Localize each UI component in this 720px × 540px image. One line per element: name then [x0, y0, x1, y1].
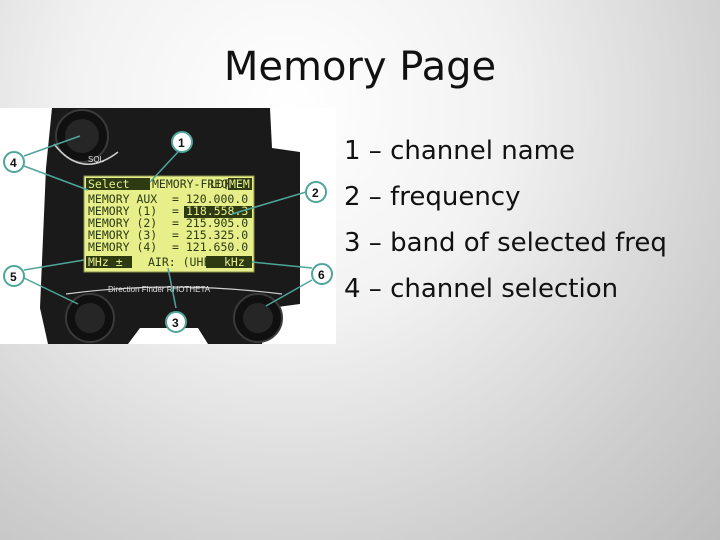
- svg-text:5: 5: [10, 270, 17, 284]
- lcd-header-mem: MEM: [229, 177, 250, 191]
- device-figure: SQL Direction Finder RHOTHETA Select MEM…: [0, 108, 336, 344]
- legend-item-channel-selection: 4 – channel selection: [344, 274, 619, 304]
- memory-row-label: MEMORY (2): [88, 216, 157, 230]
- selected-frequency-highlight: [184, 206, 252, 218]
- memory-row-value: = 215.905.0: [172, 216, 248, 230]
- legend-item-band: 3 – band of selected freq: [344, 228, 667, 258]
- memory-row-value: = 215.325.0: [172, 228, 248, 242]
- lcd-footer-mhz: MHz ±: [88, 255, 123, 269]
- sql-arc-icon: [53, 143, 119, 165]
- memory-row-label: MEMORY (4): [88, 240, 157, 254]
- memory-row-value: = 121.650.0: [172, 240, 248, 254]
- callout-2: 2: [305, 181, 327, 203]
- brand-text: Direction Finder RHOTHETA: [108, 285, 211, 294]
- callout-6: 6: [311, 263, 333, 285]
- memory-row-value: = 120.000.0: [172, 192, 248, 206]
- callout-5: 5: [3, 265, 25, 287]
- lcd-header-ldf: LDF: [210, 177, 231, 191]
- memory-row-label: MEMORY (1): [88, 204, 157, 218]
- callout-1: 1: [171, 131, 193, 153]
- device-diagram: SQL Direction Finder RHOTHETA Select MEM…: [3, 108, 333, 344]
- lcd-footer-band: AIR: (UHF): [148, 255, 217, 269]
- lcd-header-select: Select: [88, 177, 130, 191]
- sql-label: SQL: [88, 155, 105, 164]
- svg-text:6: 6: [318, 268, 325, 282]
- lcd-footer-khz: kHz: [224, 255, 245, 269]
- svg-text:3: 3: [172, 316, 179, 330]
- callout-lines: [23, 135, 313, 309]
- svg-text:4: 4: [10, 156, 17, 170]
- svg-text:2: 2: [312, 186, 319, 200]
- callout-3: 3: [165, 311, 187, 333]
- legend-item-frequency: 2 – frequency: [344, 182, 521, 212]
- memory-row-eq: =: [172, 204, 179, 218]
- svg-text:1: 1: [178, 136, 185, 150]
- lcd-header-mode: MEMORY-FREQ.: [152, 177, 235, 191]
- legend-item-channel-name: 1 – channel name: [344, 136, 575, 166]
- legend-list: 1 – channel name 2 – frequency 3 – band …: [344, 134, 667, 318]
- callout-4: 4: [3, 151, 25, 173]
- slide-title: Memory Page: [223, 44, 497, 90]
- memory-row-label: MEMORY (3): [88, 228, 157, 242]
- memory-row-label: MEMORY AUX: [88, 192, 157, 206]
